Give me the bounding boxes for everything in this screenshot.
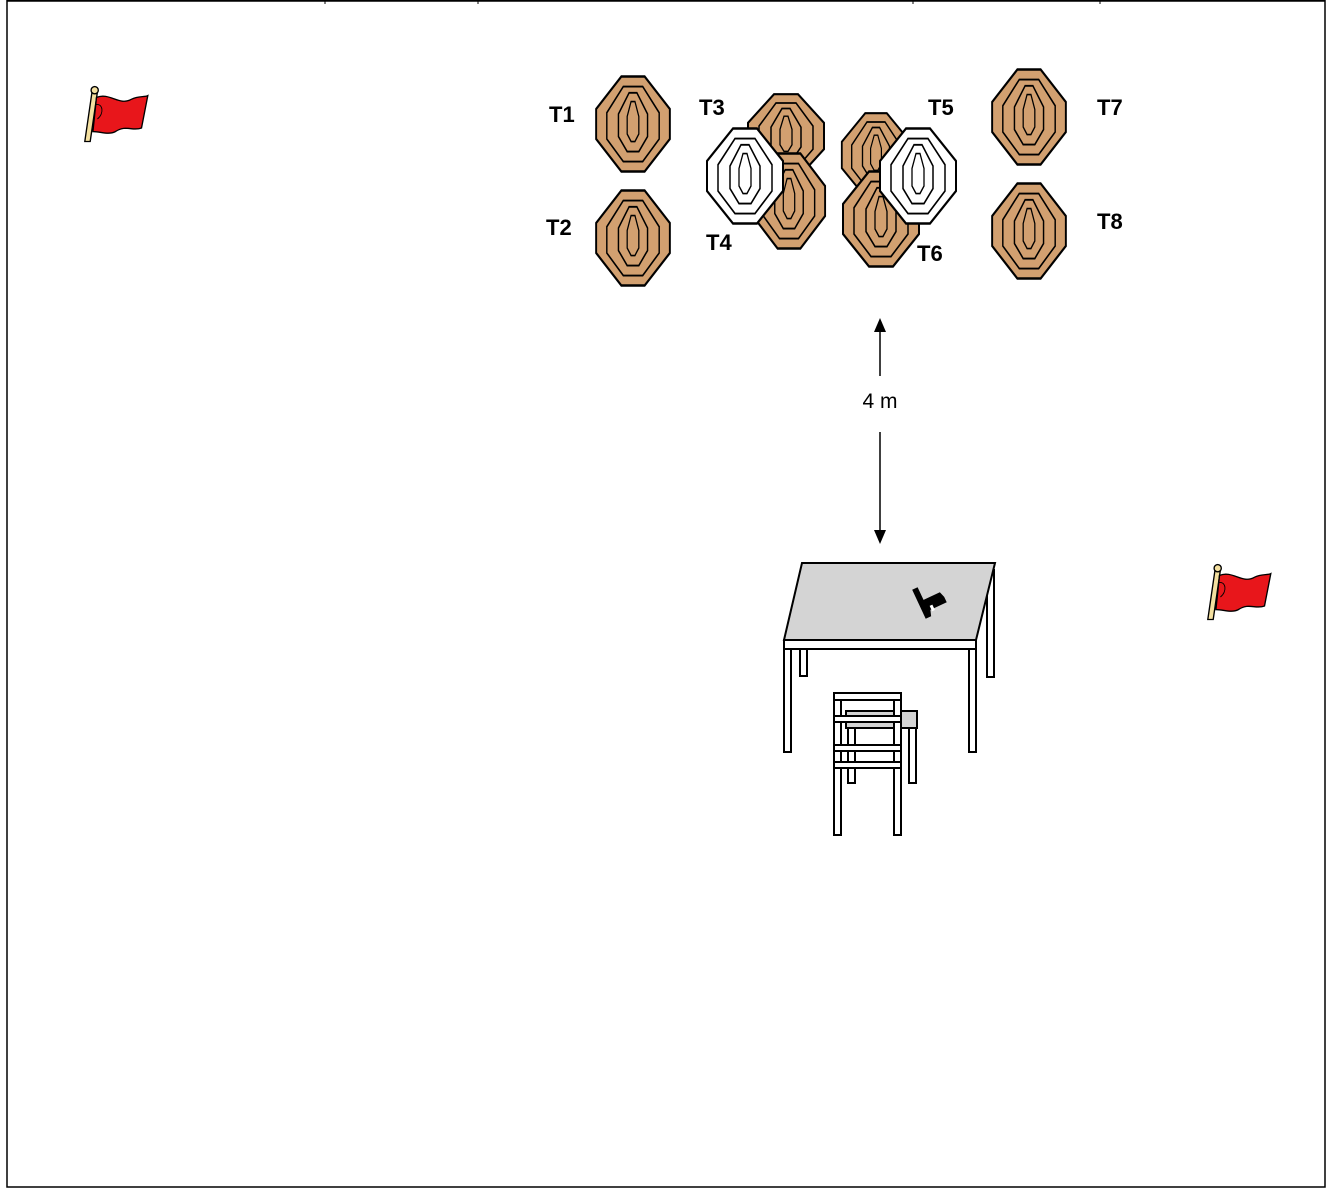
label-t7: T7	[1097, 95, 1123, 120]
target-t7	[990, 68, 1068, 166]
distance-label: 4 m	[862, 390, 897, 413]
distance-arrow	[874, 318, 886, 544]
table	[782, 562, 997, 753]
pistol-icon	[912, 587, 947, 619]
target-t1	[594, 75, 672, 173]
label-t5: T5	[928, 95, 954, 120]
label-t4: T4	[706, 230, 732, 255]
chair	[833, 692, 918, 836]
label-t8: T8	[1097, 209, 1123, 234]
label-t2: T2	[546, 215, 572, 240]
label-t1: T1	[549, 102, 575, 127]
page-border	[6, 0, 1326, 1188]
label-t6: T6	[917, 241, 943, 266]
target-t8	[990, 182, 1068, 280]
flag-right-icon	[1207, 563, 1272, 621]
label-t3: T3	[699, 95, 725, 120]
target-t2	[594, 189, 672, 287]
flag-left-icon	[84, 85, 149, 143]
